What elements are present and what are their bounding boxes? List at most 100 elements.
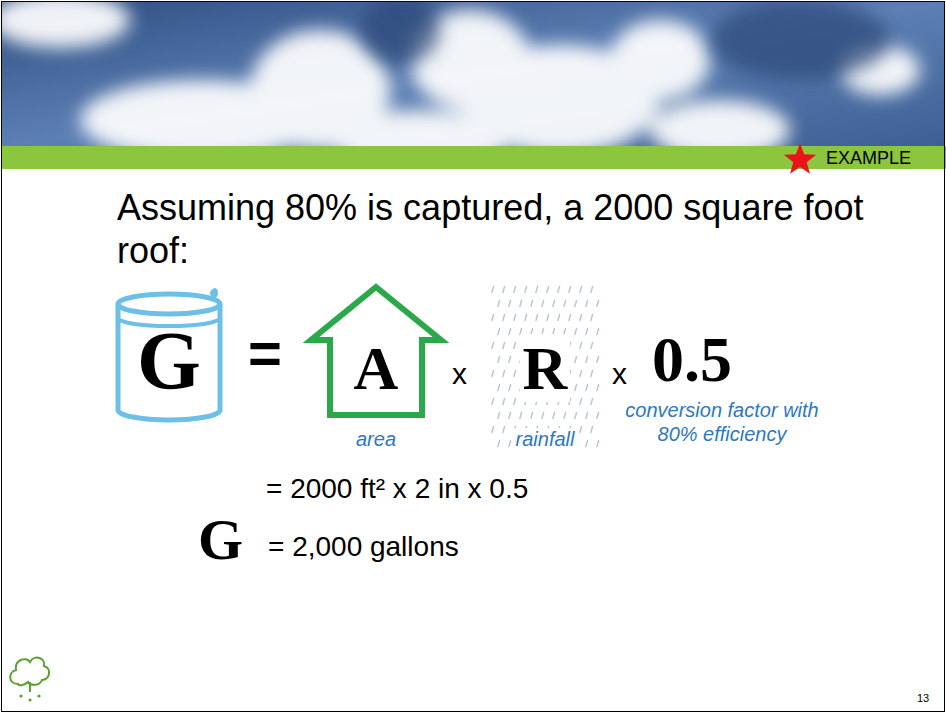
rain-drop [586,384,588,391]
gallons-variable-row: G [110,316,228,406]
rain-drop [558,314,560,321]
rain-drop [591,426,593,433]
rain-drop [575,328,577,335]
conversion-caption: conversion factor with 80% efficiency [622,398,822,446]
area-variable: A [354,334,399,402]
rain-drop [492,426,494,433]
rain-drop [586,300,588,307]
equation-substitution: = 2000 ft² x 2 in x 0.5 [266,472,528,506]
rain-drop [575,300,577,307]
rain-drop [597,356,599,363]
rain-drop [564,412,566,419]
rain-drop [492,286,494,293]
rain-drop [514,370,516,377]
rain-drop [503,314,505,321]
rain-drop [547,286,549,293]
rain-drop [597,300,599,307]
barrel-body [118,304,220,420]
rainfall-variable: R [520,334,571,402]
rain-drop [492,398,494,405]
rain-drop [503,398,505,405]
rainfall-caption-row: rainfall [486,428,604,450]
rain-drop [580,342,582,349]
tree-logo-drops [19,694,40,701]
times-sign: x [452,356,467,392]
rainfall-symbol: Rrainfall [486,282,604,454]
rain-drop [591,314,593,321]
gallons-variable: G [198,505,243,575]
barrel-top [118,294,220,314]
conversion-constant: 0.5 [652,322,732,399]
rain-drop [580,370,582,377]
house-outline-path [311,287,441,415]
rain-drop [591,286,593,293]
rain-drop [591,342,593,349]
area-caption-row: area [306,428,446,450]
rain-drop [492,342,494,349]
rain-drop [597,440,599,447]
rain-drop [498,356,500,363]
area-caption: area [356,428,396,450]
rain-drop [553,412,555,419]
rainfall-caption: rainfall [513,428,578,450]
rain-drop [514,314,516,321]
rain-drop [564,300,566,307]
rain-drop [597,384,599,391]
rain-drop [509,384,511,391]
rain-drop [586,440,588,447]
rain-drop [580,398,582,405]
star-icon [784,143,816,174]
rain-drop [503,370,505,377]
equals-sign: = [248,318,282,388]
rain-drop [509,300,511,307]
rain-drop [531,300,533,307]
rain-drop [569,314,571,321]
rain-drop [591,398,593,405]
rain-drop [509,328,511,335]
gallons-variable: G [137,316,201,406]
tree-logo [10,658,49,692]
sky-photo [2,2,944,147]
rain-drop [492,370,494,377]
rain-drop [498,384,500,391]
rain-drop [492,314,494,321]
rain-drop [580,426,582,433]
equation-result: = 2,000 gallons [268,530,459,564]
times-sign: x [612,356,627,392]
rain-drop [503,426,505,433]
rain-drop [575,356,577,363]
rainfall-variable-row: R [486,334,604,402]
rain-drop [509,440,511,447]
rain-drop [503,342,505,349]
rain-drop [531,412,533,419]
rain-drop [514,342,516,349]
tank-symbol: G [110,288,228,424]
rain-drop [575,384,577,391]
rain-drop [586,356,588,363]
rain-drop [514,398,516,405]
rain-drop [509,356,511,363]
rain-drop [525,314,527,321]
rain-drop [542,300,544,307]
area-variable-row: A [306,334,446,402]
rain-drop [520,412,522,419]
slide-heading: Assuming 80% is captured, a 2000 square … [117,186,877,272]
water-drop [210,288,218,298]
rain-drop [498,412,500,419]
page-number: 13 [917,692,929,705]
rain-drop [586,328,588,335]
rain-drop [542,412,544,419]
rain-drop [586,412,588,419]
example-tag: EXAMPLE [826,148,911,170]
rain-drop [525,286,527,293]
roof-symbol: Aarea [306,282,446,420]
rain-drop [498,300,500,307]
rain-drop [498,440,500,447]
rain-drop [580,314,582,321]
rain-drop [553,300,555,307]
rain-drop [498,328,500,335]
rain-drop [514,286,516,293]
rain-drop [591,370,593,377]
